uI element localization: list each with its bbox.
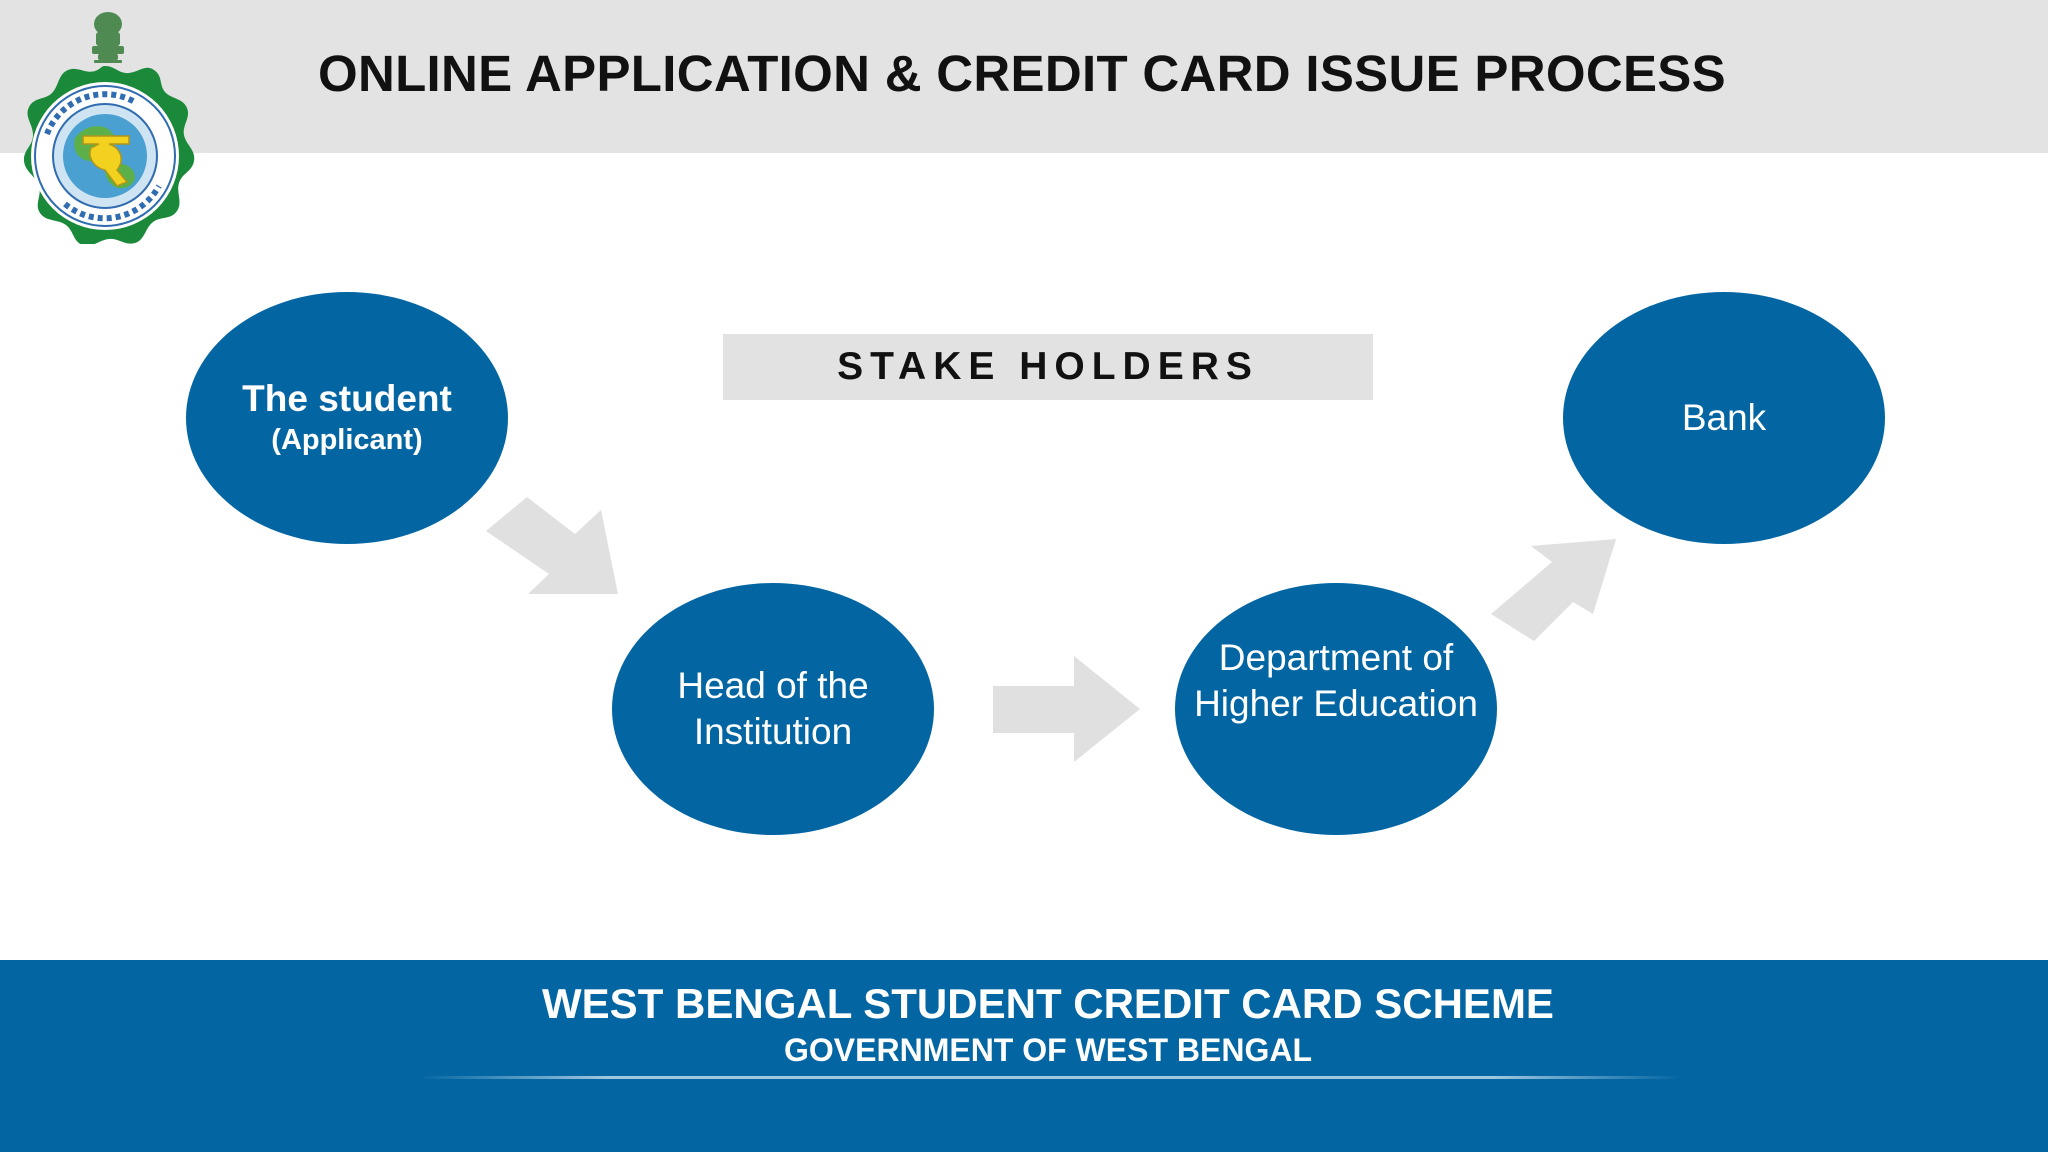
footer-bar: WEST BENGAL STUDENT CREDIT CARD SCHEME G… bbox=[0, 960, 2048, 1152]
applicant-label: (Applicant) bbox=[271, 424, 423, 456]
arrow-down-right-icon bbox=[486, 497, 618, 594]
department-label-line2: Higher Education bbox=[1194, 683, 1478, 724]
student-label: The student bbox=[242, 378, 452, 419]
stakeholder-department-node: Department of Higher Education bbox=[1175, 583, 1497, 835]
stakeholder-bank-node: Bank bbox=[1563, 292, 1885, 544]
institution-head-label-line2: Institution bbox=[693, 711, 853, 752]
stakeholders-label-box: STAKE HOLDERS bbox=[723, 334, 1373, 400]
page-title: ONLINE APPLICATION & CREDIT CARD ISSUE P… bbox=[318, 45, 1726, 102]
footer-divider bbox=[420, 1076, 1680, 1079]
institution-head-label-line1: Head of the bbox=[677, 665, 869, 706]
stakeholder-student-node: The student (Applicant) bbox=[186, 292, 508, 544]
department-label-line1: Department of bbox=[1218, 637, 1454, 678]
bank-label: Bank bbox=[1681, 397, 1767, 438]
scheme-title: WEST BENGAL STUDENT CREDIT CARD SCHEME bbox=[542, 980, 1554, 1027]
government-subtitle: GOVERNMENT OF WEST BENGAL bbox=[784, 1032, 1312, 1068]
stakeholder-institution-head-node: Head of the Institution bbox=[612, 583, 934, 835]
arrow-up-right-icon bbox=[1491, 539, 1616, 641]
header-bar: ONLINE APPLICATION & CREDIT CARD ISSUE P… bbox=[0, 0, 2048, 153]
west-bengal-emblem-icon bbox=[23, 12, 195, 244]
stakeholders-label: STAKE HOLDERS bbox=[837, 345, 1259, 388]
arrow-right-icon bbox=[993, 656, 1140, 762]
national-emblem-icon bbox=[92, 12, 124, 63]
